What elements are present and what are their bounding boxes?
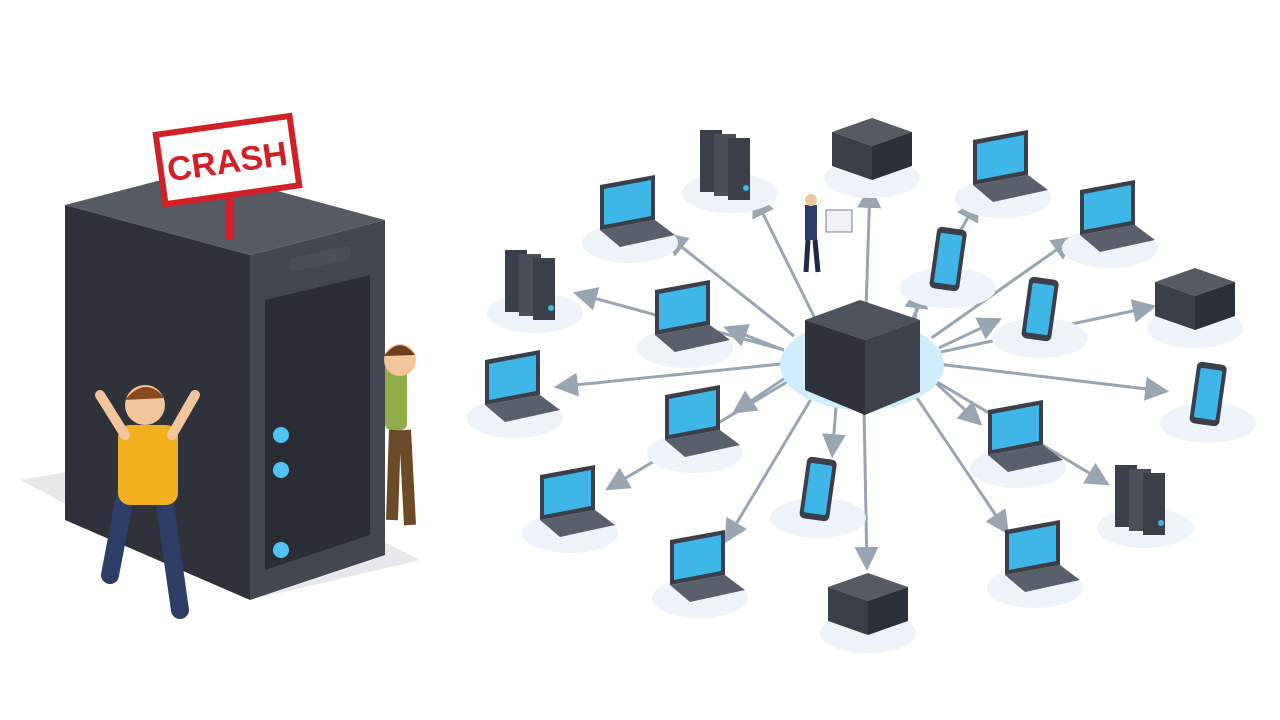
network-link — [553, 362, 783, 397]
network-link — [938, 317, 1003, 350]
tablet-node — [1160, 361, 1256, 443]
network-link — [724, 394, 815, 544]
network-link — [723, 324, 785, 352]
laptop-icon — [600, 175, 675, 247]
server-rack-icon — [1115, 465, 1165, 535]
network-link — [731, 375, 789, 414]
laptop-icon — [540, 465, 615, 537]
crash-sign: CRASH — [152, 112, 303, 208]
smartphone-icon — [799, 456, 837, 522]
network-link — [930, 236, 1076, 340]
network-link — [821, 402, 846, 459]
storage-box-icon — [832, 118, 912, 180]
crashed-server: CRASH — [20, 112, 420, 619]
laptop-icon — [1080, 180, 1155, 252]
smartphone-icon — [1021, 276, 1059, 342]
laptop-icon — [655, 280, 730, 352]
server-rack-node — [682, 130, 778, 213]
laptop-icon — [485, 350, 560, 422]
smartphone-node — [770, 456, 866, 538]
network-links — [553, 183, 1170, 572]
tablet-icon — [1189, 361, 1227, 427]
laptop-node — [582, 175, 678, 263]
laptop-node — [1062, 180, 1158, 268]
server-rack-node — [1097, 465, 1193, 548]
laptop-node — [970, 400, 1066, 488]
network-link — [857, 183, 882, 316]
storage-box-node — [820, 573, 916, 653]
server-rack-icon — [505, 250, 555, 320]
network-link — [663, 232, 796, 338]
laptop-node — [647, 385, 743, 473]
network-link — [941, 363, 1170, 401]
network-link — [932, 379, 983, 426]
storage-box-node — [824, 118, 920, 198]
smartphone-node — [992, 276, 1088, 358]
network-link — [913, 393, 1009, 535]
laptop-icon — [1005, 520, 1080, 592]
laptop-node — [467, 350, 563, 438]
laptop-icon — [973, 130, 1048, 202]
peeking-person — [384, 344, 416, 526]
presenter-person — [803, 194, 853, 273]
laptop-node — [522, 465, 618, 553]
status-leds — [273, 427, 289, 558]
laptop-node — [652, 530, 748, 618]
laptop-icon — [665, 385, 740, 457]
panicked-person — [95, 385, 200, 619]
laptop-node — [637, 280, 733, 368]
storage-box-icon — [828, 573, 908, 635]
laptop-node — [987, 520, 1083, 608]
network-devices — [467, 118, 1256, 653]
network-link — [752, 192, 819, 324]
laptop-node — [955, 130, 1051, 218]
server-rack-node — [487, 250, 583, 333]
central-hub — [780, 300, 944, 415]
laptop-icon — [988, 400, 1063, 472]
router-icon — [1155, 268, 1235, 330]
network-link — [854, 404, 879, 572]
laptop-icon — [670, 530, 745, 602]
smartphone-node — [900, 226, 996, 308]
server-rack-icon — [700, 130, 750, 200]
smartphone-icon — [929, 226, 967, 292]
router-node — [1147, 268, 1243, 348]
